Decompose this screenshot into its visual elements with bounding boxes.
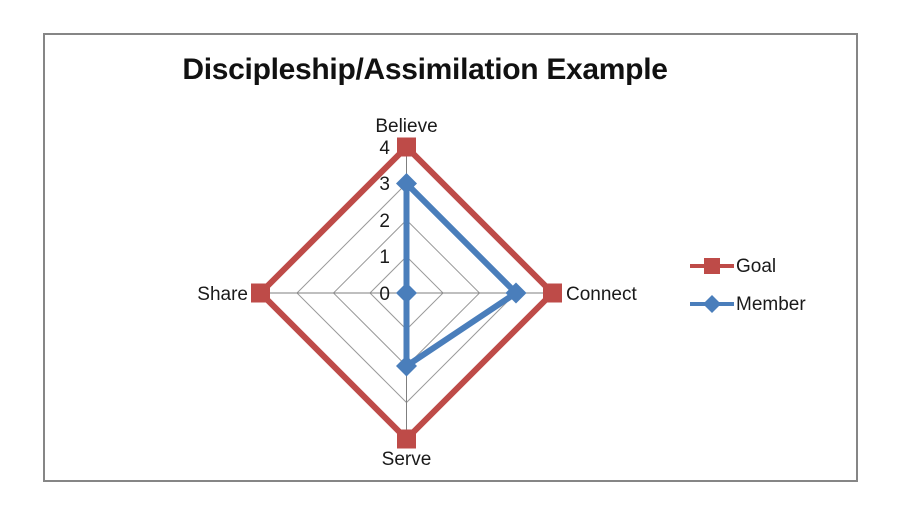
tick-label-1: 1: [379, 247, 390, 268]
series-member-point-serve: [396, 355, 417, 377]
legend-label-goal: Goal: [736, 255, 777, 277]
category-label-believe: Believe: [375, 116, 437, 137]
legend-item-member[interactable]: Member: [690, 285, 840, 323]
tick-label-4: 4: [379, 138, 390, 159]
category-label-serve: Serve: [382, 449, 432, 470]
tick-label-3: 3: [379, 174, 390, 195]
tick-label-2: 2: [379, 211, 390, 232]
category-label-connect: Connect: [566, 284, 637, 305]
series-member-point-believe: [396, 173, 417, 194]
chart-legend: Goal Member: [690, 247, 840, 323]
radial-tick-labels: 4 3 2 1 0: [379, 138, 390, 305]
series-member-point-connect: [505, 282, 527, 304]
legend-marker-goal-square: [690, 257, 734, 275]
tick-label-0: 0: [379, 284, 390, 305]
series-goal: [251, 137, 562, 449]
category-label-share: Share: [197, 284, 248, 305]
legend-item-goal[interactable]: Goal: [690, 247, 840, 285]
series-goal-point-believe: [397, 137, 416, 157]
legend-label-member: Member: [736, 293, 806, 315]
radar-plot-area: 4 3 2 1 0 Believe Connect Serve Share: [45, 35, 860, 484]
chart-frame: Discipleship/Assimilation Example: [43, 33, 858, 482]
series-member-point-share: [396, 282, 417, 304]
legend-marker-member-diamond: [690, 295, 734, 313]
series-member: [396, 173, 527, 377]
category-labels: Believe Connect Serve Share: [197, 116, 637, 470]
series-goal-point-connect: [543, 283, 562, 303]
radar-chart-svg: 4 3 2 1 0 Believe Connect Serve Share: [197, 116, 637, 470]
series-goal-point-serve: [397, 429, 416, 449]
chart-title: Discipleship/Assimilation Example: [182, 53, 668, 86]
series-goal-point-share: [251, 283, 270, 303]
